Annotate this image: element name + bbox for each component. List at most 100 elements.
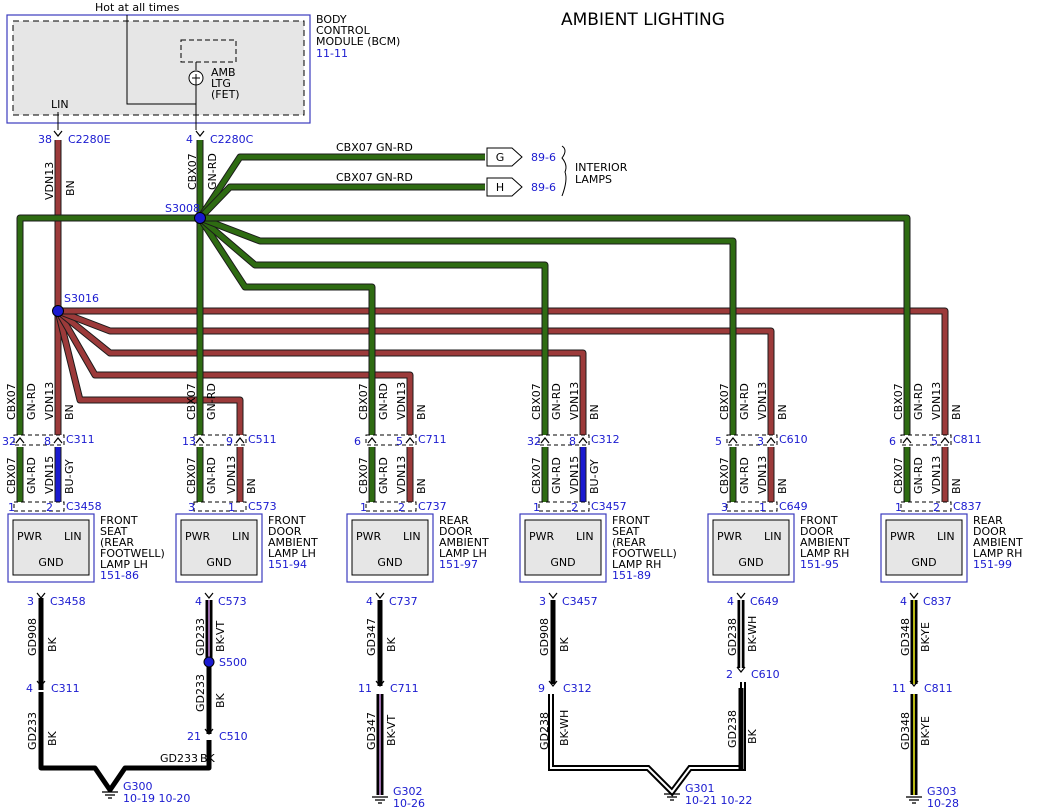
interior-ref-1: 89-6 (531, 181, 556, 194)
mod-2-gnd-inline-pin: 11 (358, 682, 372, 695)
mod-0-below-color-r: BU-GY (63, 459, 76, 494)
mod-0-gseg1-color: BK (46, 636, 59, 652)
lin-branch-wire-3 (56, 309, 586, 435)
mod-1-inline-arrow-r (235, 437, 245, 444)
mod-4-gseg1-circuit: GD238 (726, 618, 739, 656)
mod-3-name-1: SEAT (612, 525, 640, 538)
mod-0-gnd-conn: C3458 (50, 595, 86, 608)
mod-4-above-circuit-r: VDN13 (756, 382, 769, 420)
ground-1-name: G302 (393, 785, 423, 798)
mod-0-below-color-l: GN-RD (25, 457, 38, 494)
interior-connector-1 (486, 177, 523, 197)
mod-1-gseg2-circuit: GD233 (194, 674, 207, 712)
mod-3-conn (538, 501, 590, 512)
mod-5-above-circuit-l: CBX07 (892, 383, 905, 420)
mod-1-conn (193, 501, 247, 512)
mod-1-pin-r: 1 (228, 501, 235, 514)
mod-1-top-pin-l: 13 (182, 435, 196, 448)
mod-4-lin-label: LIN (764, 530, 782, 543)
mod-1-top-conn: C511 (248, 433, 277, 446)
pwr-branch-wire-4 (199, 215, 736, 435)
lin-branch-wire-4 (57, 308, 774, 435)
mod-0-name-2: (REAR (100, 536, 134, 549)
mod-1-above-color-l: GN-RD (205, 383, 218, 420)
mod-2-below-color-r: BN (415, 478, 428, 494)
mod-0-top-pin-r: 8 (44, 435, 51, 448)
mod-4-gnd-inline-pin: 2 (726, 668, 733, 681)
mod-3-pwr-label: PWR (529, 530, 555, 543)
mod-5-top-pin-r: 5 (931, 435, 938, 448)
mod-1-ref: 151-94 (268, 558, 307, 571)
mod-2-gnd-label: GND (377, 556, 402, 569)
mod-1-gnd-arrow (204, 592, 214, 599)
fet-label-0: AMB (211, 66, 236, 79)
mod-2-gnd-inline-conn: C711 (390, 682, 419, 695)
mod-3-lin-label: LIN (576, 530, 594, 543)
mod-0-gseg2-circuit: GD233 (26, 712, 39, 750)
mod-2-above-color-r: BN (415, 404, 428, 420)
mod-4-above-color-r: BN (776, 404, 789, 420)
mod-1-gnd-inline-pin: 21 (187, 730, 201, 743)
trunk-pwr-color: GN-RD (206, 153, 219, 190)
mod-0-lin-label: LIN (64, 530, 82, 543)
mod-0-below-circuit-l: CBX07 (5, 457, 18, 494)
mod-1-gnd-conn: C573 (218, 595, 247, 608)
mod-3-below-color-r: BU-GY (588, 459, 601, 494)
mod-4-gseg1-color: BK-WH (746, 616, 759, 652)
mod-3-gnd-inline-arrow (548, 680, 558, 687)
lin-branch-wire-5 (58, 308, 948, 435)
mod-1-below-color-r: BN (245, 478, 258, 494)
mod-3-above-color-l: GN-RD (550, 383, 563, 420)
mod-5-below-circuit-l: CBX07 (892, 457, 905, 494)
mod-5-pwr-label: PWR (890, 530, 916, 543)
mod-3-above-color-r: BN (588, 404, 601, 420)
mod-5-below-circuit-r: VDN13 (930, 456, 943, 494)
mod-5-conn (900, 501, 952, 512)
mod-0-name-3: FOOTWELL) (100, 547, 165, 560)
bcm-name-2: MODULE (BCM) (316, 35, 400, 48)
bcm-name-1: CONTROL (316, 24, 371, 37)
hot-at-all-times-label: Hot at all times (95, 1, 180, 14)
interior-wire-h-outline (197, 183, 485, 221)
mod-4-below-color-r: BN (776, 478, 789, 494)
interior-pin-1: H (496, 181, 504, 194)
mod-4-below-circuit-r: VDN13 (756, 456, 769, 494)
mod-1-gnd-pin: 4 (195, 595, 202, 608)
mod-1-gseg1-circuit: GD233 (194, 618, 207, 656)
mod-5-ref: 151-99 (973, 558, 1012, 571)
pwr-branch-wire-0 (17, 215, 200, 435)
pwr-branch-wire-5 (200, 215, 910, 435)
mod-0-conn-label: C3458 (66, 500, 102, 513)
mod-5-gseg2-color: BK-YE (919, 716, 932, 746)
mod-5-gnd-inline-pin: 11 (892, 682, 906, 695)
mod-3-below-circuit-l: CBX07 (530, 457, 543, 494)
interior-ref-0: 89-6 (531, 151, 556, 164)
interior-label-0: INTERIOR (575, 161, 628, 174)
gnd-wire-3b-outline (548, 682, 746, 797)
mod-3-top-pin-r: 8 (569, 435, 576, 448)
mod-3-gnd-inline-conn: C312 (563, 682, 592, 695)
mod-5-top-conn: C811 (953, 433, 982, 446)
mod-3-inline-arrow-l (540, 437, 550, 444)
mod-3-ref: 151-89 (612, 569, 651, 582)
mod-2-below-circuit-l: CBX07 (357, 457, 370, 494)
mod-0-pin-r: 2 (46, 501, 53, 514)
ground-0-name: G300 (123, 780, 153, 793)
ground-3-refs: 10-28 (927, 797, 959, 810)
mod-4-ref: 151-95 (800, 558, 839, 571)
mod-1-name-3: LAMP LH (268, 547, 316, 560)
mod-4-inline-conn (726, 434, 778, 446)
mod-3-gseg1-circuit: GD908 (538, 618, 551, 656)
mod-5-lin-label: LIN (937, 530, 955, 543)
mod-5-body (885, 519, 963, 576)
interior-circuit-1: CBX07 (336, 171, 373, 184)
mod-4-gnd-inline-conn: C610 (751, 668, 780, 681)
mod-1-inline-conn (193, 434, 247, 446)
interior-pin-0: G (496, 151, 505, 164)
mod-1-gseg2-color: BK (214, 692, 227, 708)
splice-s500 (203, 656, 215, 668)
mod-3-name-4: LAMP RH (612, 558, 661, 571)
bcm-pin-lin: 38 (38, 133, 52, 146)
hot-feed-line (126, 15, 196, 105)
